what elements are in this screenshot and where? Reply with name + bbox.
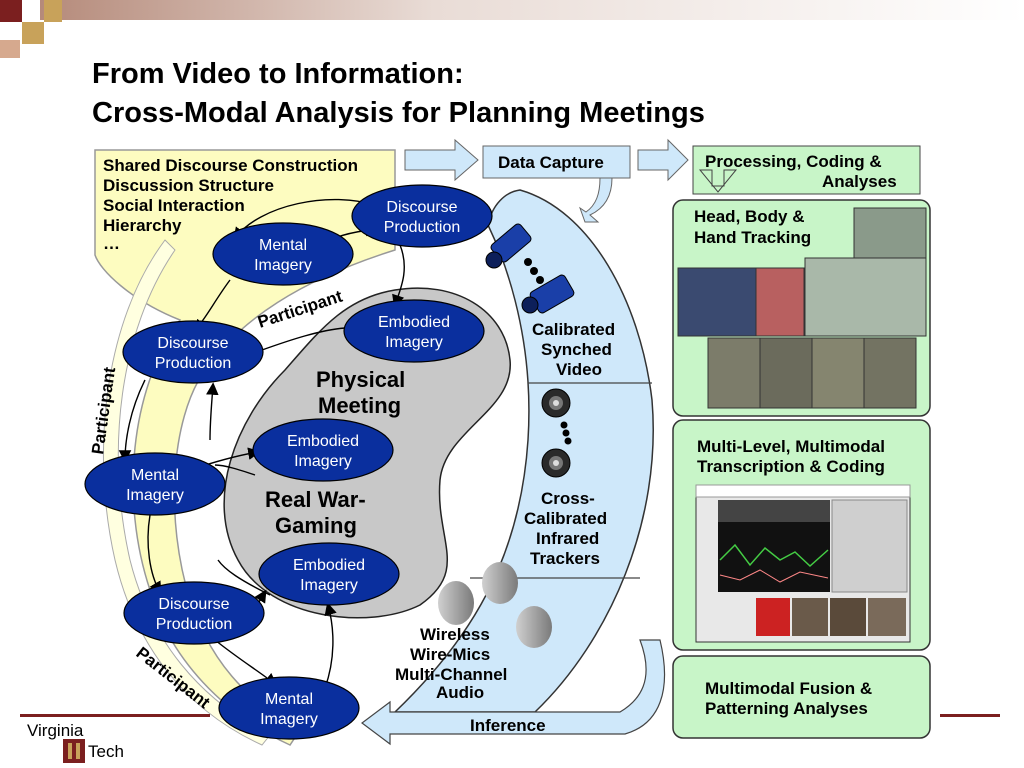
audio-label-line: Multi-Channel: [395, 665, 507, 684]
node-text: Discourse: [386, 199, 457, 216]
discourse-production-node: Discourse Production: [123, 581, 265, 645]
footer-rule: [20, 714, 210, 717]
fusion-label-line: Patterning Analyses: [705, 699, 868, 718]
node-text: Imagery: [300, 577, 358, 594]
wargaming-line: Real War-: [265, 487, 366, 512]
mannequin-head-icon: [516, 606, 552, 648]
trackers-label-line: Cross-: [541, 489, 595, 508]
mental-imagery-node: Mental Imagery: [212, 222, 354, 286]
discourse-production-node: Discourse Production: [122, 320, 264, 384]
node-text: Mental: [131, 467, 179, 484]
node-text: Production: [384, 219, 461, 236]
tracking-photo: [677, 267, 757, 337]
face-tracking-photo: [863, 337, 917, 409]
fusion-label-line: Multimodal Fusion &: [705, 679, 872, 698]
node-text: Embodied: [293, 557, 365, 574]
trackers-label-line: Infrared: [536, 529, 599, 548]
mental-imagery-node: Mental Imagery: [218, 676, 360, 740]
video-camera-icon: [485, 223, 532, 269]
video-label-line: Synched: [541, 340, 612, 359]
node-text: Discourse: [158, 596, 229, 613]
node-text: Imagery: [260, 711, 318, 728]
wargaming-line: Gaming: [275, 513, 357, 538]
node-text: Imagery: [385, 334, 443, 351]
topic-item: Hierarchy: [103, 216, 182, 235]
topic-item: Social Interaction: [103, 196, 245, 215]
video-label-line: Video: [556, 360, 602, 379]
embodied-imagery-node: Embodied Imagery: [343, 299, 485, 363]
audio-label-line: Wireless: [420, 625, 490, 644]
data-capture-box: [482, 145, 631, 179]
processing-label-line: Analyses: [822, 172, 897, 191]
processing-label-line: Processing, Coding &: [705, 152, 882, 171]
physical-meeting-line: Meeting: [318, 393, 401, 418]
audio-label-line: Audio: [436, 683, 484, 702]
logo-line: Virginia: [27, 721, 84, 740]
infrared-tracker-icon: [541, 448, 571, 478]
mental-imagery-node: Mental Imagery: [84, 452, 226, 516]
node-text: Mental: [259, 237, 307, 254]
topic-item: Discussion Structure: [103, 176, 274, 195]
embodied-imagery-node: Embodied Imagery: [258, 542, 400, 606]
transcription-label-line: Multi-Level, Multimodal: [697, 437, 885, 456]
node-text: Production: [156, 616, 233, 633]
title-line-2: Cross-Modal Analysis for Planning Meetin…: [92, 97, 705, 129]
face-tracking-photo: [707, 337, 761, 409]
transcription-screenshot: [695, 484, 911, 643]
arrow-to-capture-icon: [404, 138, 479, 182]
node-text: Embodied: [287, 433, 359, 450]
topic-list: Shared Discourse Construction Discussion…: [103, 156, 358, 253]
node-text: Imagery: [126, 487, 184, 504]
tracking-label-line: Head, Body &: [694, 207, 805, 226]
node-text: Mental: [265, 691, 313, 708]
inference-label: Inference: [470, 716, 546, 735]
header-band: [0, 0, 1024, 58]
tracking-photo: [853, 207, 927, 259]
mannequin-head-icon: [482, 562, 518, 604]
inference-arrow: [361, 639, 666, 746]
node-text: Imagery: [254, 257, 312, 274]
face-tracking-photo: [759, 337, 813, 409]
embodied-imagery-node: Embodied Imagery: [252, 418, 394, 482]
topic-item: …: [103, 234, 120, 253]
tracking-photo: [755, 267, 805, 337]
face-tracking-photo: [811, 337, 865, 409]
tracking-photo: [804, 257, 927, 337]
topic-item: Shared Discourse Construction: [103, 156, 358, 175]
trackers-label-line: Trackers: [530, 549, 600, 568]
fusion-panel: [672, 655, 931, 739]
tracking-label-line: Hand Tracking: [694, 228, 811, 247]
node-text: Discourse: [157, 335, 228, 352]
title-line-1: From Video to Information:: [92, 58, 464, 90]
node-text: Embodied: [378, 314, 450, 331]
logo-line: Tech: [88, 742, 124, 761]
discourse-production-node: Discourse Production: [351, 184, 493, 248]
audio-label-line: Wire-Mics: [410, 645, 490, 664]
arrow-to-processing-icon: [637, 138, 689, 182]
trackers-label-line: Calibrated: [524, 509, 607, 528]
node-text: Production: [155, 355, 232, 372]
infrared-tracker-icon: [541, 388, 571, 418]
mannequin-head-icon: [438, 581, 474, 625]
physical-meeting-line: Physical: [316, 367, 405, 392]
virginia-tech-logo: Virginia Tech: [27, 721, 124, 763]
video-camera-icon: [521, 274, 575, 314]
video-label-line: Calibrated: [532, 320, 615, 339]
node-text: Imagery: [294, 453, 352, 470]
footer-rule: [940, 714, 1000, 717]
transcription-label-line: Transcription & Coding: [697, 457, 885, 476]
data-capture-label: Data Capture: [498, 153, 604, 172]
